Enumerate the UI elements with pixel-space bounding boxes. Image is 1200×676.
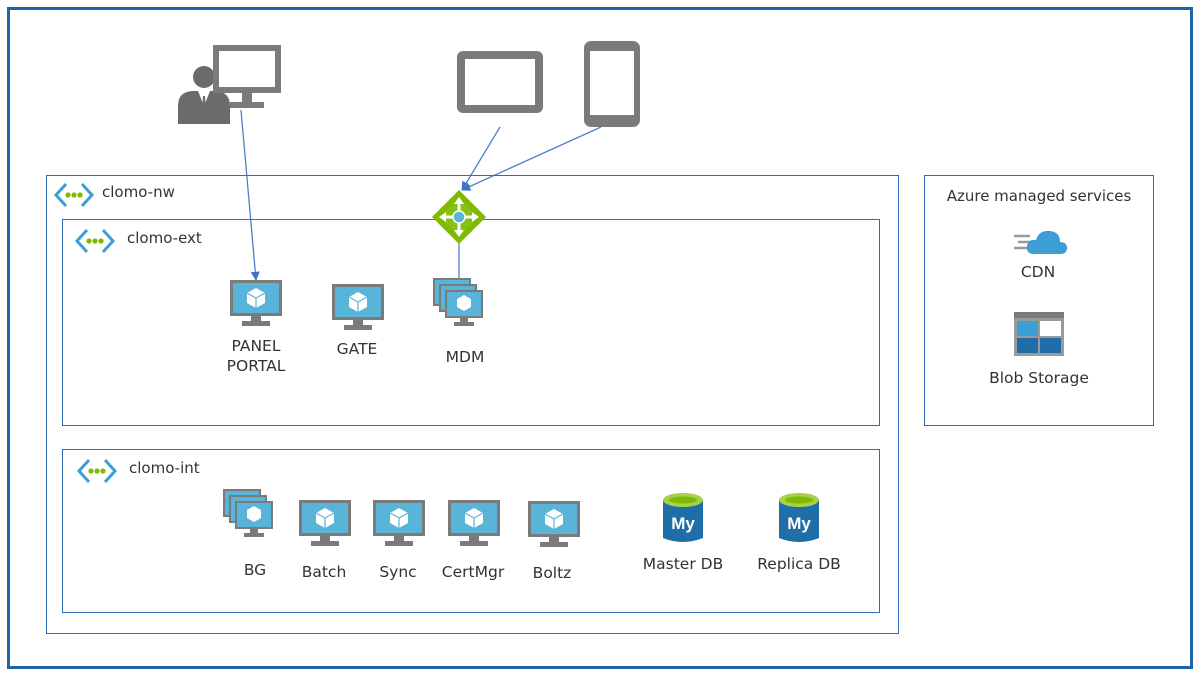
blob-storage-icon <box>1014 312 1064 356</box>
desktop-monitor-icon <box>213 45 281 108</box>
vm-label-boltz: Boltz <box>532 564 572 582</box>
mysql-database-icon: My <box>779 493 819 542</box>
vm-scale-set-icon <box>433 278 483 326</box>
virtual-network-icon <box>53 182 95 208</box>
vm-label-sync: Sync <box>379 563 417 581</box>
smartphone-icon <box>584 41 640 127</box>
vm-icon <box>230 280 282 326</box>
user-icon <box>178 66 230 124</box>
vnet-label-clomo-nw: clomo-nw <box>102 183 175 201</box>
connector-phone-to-lb <box>461 126 602 191</box>
subnet-clomo-int-box <box>62 449 880 613</box>
virtual-network-icon <box>74 228 116 254</box>
db-label-replica: Replica DB <box>757 555 841 573</box>
service-label-cdn: CDN <box>1020 263 1056 281</box>
vm-scale-set-icon <box>223 489 273 537</box>
azure-managed-services-box <box>924 175 1154 426</box>
virtual-network-icon <box>76 458 118 484</box>
tablet-icon <box>457 51 543 113</box>
vnet-label-clomo-ext: clomo-ext <box>127 229 202 247</box>
connector-user-to-portal <box>240 109 260 281</box>
vm-label-panel: PANEL <box>231 337 281 355</box>
cdn-icon <box>1014 230 1067 254</box>
vm-label-certmgr: CertMgr <box>441 563 505 581</box>
vnet-label-clomo-int: clomo-int <box>129 459 200 477</box>
diagram-frame <box>7 7 1193 669</box>
vnet-clomo-nw-box <box>46 175 899 634</box>
vm-icon <box>448 500 500 546</box>
vm-label-gate: GATE <box>336 340 378 358</box>
vm-label-bg: BG <box>243 561 267 579</box>
vm-label-mdm: MDM <box>445 348 485 366</box>
load-balancer-icon <box>432 190 486 244</box>
vm-icon <box>299 500 351 546</box>
vm-icon <box>332 284 384 330</box>
mysql-badge: My <box>671 514 695 533</box>
connector-tablet-to-lb <box>461 126 501 191</box>
vm-label-portal: PORTAL <box>226 357 286 375</box>
vm-icon <box>528 501 580 547</box>
azure-services-title: Azure managed services <box>946 187 1132 205</box>
db-label-master: Master DB <box>642 555 724 573</box>
mysql-database-icon: My <box>663 493 703 542</box>
vm-icon <box>373 500 425 546</box>
vm-label-batch: Batch <box>301 563 347 581</box>
service-label-blob: Blob Storage <box>989 369 1089 387</box>
mysql-badge: My <box>787 514 811 533</box>
